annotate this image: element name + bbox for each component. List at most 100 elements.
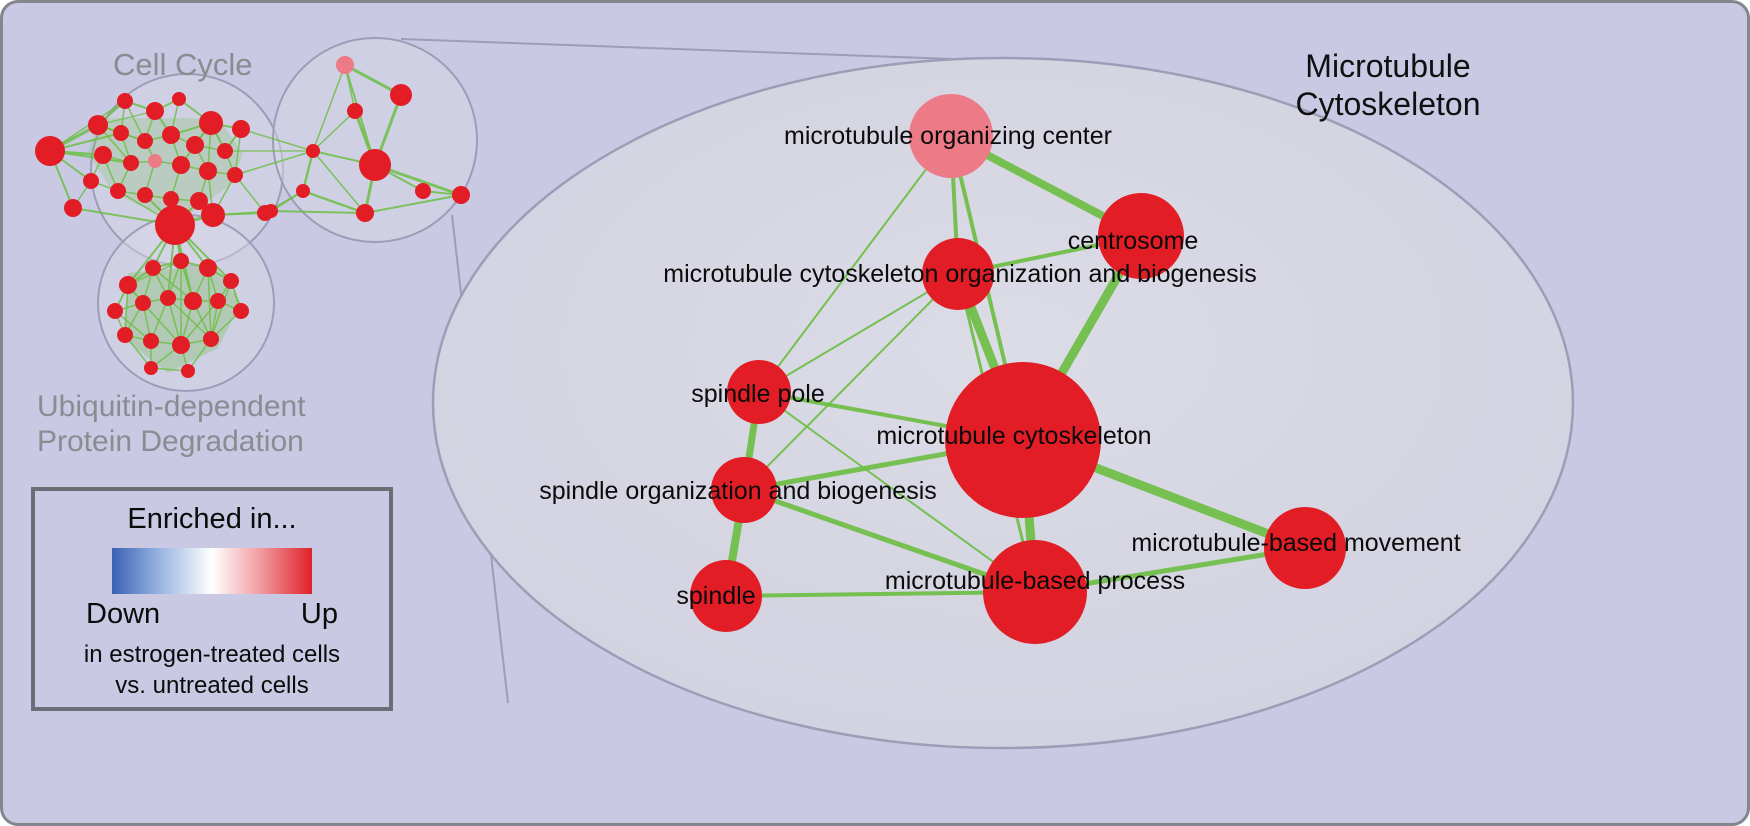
mini-edge: [312, 110, 356, 152]
node-spn: [690, 560, 762, 632]
edge-moc-sp: [758, 135, 952, 393]
mini-node: [162, 126, 180, 144]
mini-node: [223, 273, 239, 289]
mini-edge: [234, 150, 314, 176]
node-mcob: [922, 238, 994, 310]
mini-node: [186, 136, 204, 154]
cluster-title-microtubule-line2: Cytoskeleton: [1295, 86, 1481, 123]
cluster-title-microtubule-line1: Microtubule: [1305, 48, 1471, 84]
node-cen: [1098, 193, 1184, 279]
mini-node: [88, 115, 108, 135]
mini-edge: [312, 64, 346, 152]
node-label-spn: spindle: [676, 582, 755, 610]
mini-node: [452, 186, 470, 204]
mini-node: [199, 111, 223, 135]
network-svg: microtubule organizing centercentrosomem…: [35, 37, 1575, 750]
mini-node: [217, 143, 233, 159]
mini-node: [144, 361, 158, 375]
mini-node: [359, 149, 391, 181]
mini-node: [296, 184, 310, 198]
node-label-mbm: microtubule-based movement: [1131, 529, 1460, 557]
mini-node: [199, 259, 217, 277]
mini-node: [356, 204, 374, 222]
mini-node: [190, 192, 208, 210]
mini-node: [233, 303, 249, 319]
mini-node: [210, 293, 226, 309]
mini-node: [415, 183, 431, 199]
legend-caption-line1: in estrogen-treated cells: [83, 641, 341, 668]
cluster-title-microtubule: Microtubule Cytoskeleton: [1273, 47, 1503, 124]
mini-node: [35, 136, 65, 166]
mini-node: [264, 204, 278, 218]
node-mbm: [1264, 507, 1346, 589]
mini-node: [203, 331, 219, 347]
node-label-mcob: microtubule cytoskeleton organization an…: [663, 260, 1256, 288]
mini-node: [137, 187, 153, 203]
node-label-sob: spindle organization and biogenesis: [539, 477, 937, 505]
mini-edge: [312, 150, 366, 214]
mini-node: [172, 336, 190, 354]
mini-node: [181, 364, 195, 378]
mini-node: [64, 199, 82, 217]
mini-edge: [364, 194, 462, 214]
node-mbp: [983, 540, 1087, 644]
mini-node: [148, 154, 162, 168]
mini-edge: [142, 302, 182, 346]
mini-node: [173, 253, 189, 269]
legend-up-label: Up: [300, 598, 338, 630]
mini-edge: [49, 100, 126, 152]
mini-node: [143, 333, 159, 349]
mini-node: [347, 103, 363, 119]
mini-node: [107, 303, 123, 319]
mini-node: [201, 203, 225, 227]
cluster-title-cell-cycle: Cell Cycle: [113, 47, 253, 82]
mini-node: [306, 144, 320, 158]
mini-edge: [167, 297, 212, 340]
cluster-title-ubiquitin-line2: Protein Degradation: [37, 425, 304, 459]
mini-node: [83, 173, 99, 189]
mini-node: [336, 56, 354, 74]
node-sp: [727, 360, 791, 424]
legend-box: Enriched in... Down Up in estrogen-treat…: [31, 487, 393, 711]
mini-node: [184, 292, 202, 310]
edge-sp-mbp: [758, 391, 1036, 593]
mini-node: [199, 162, 217, 180]
mini-node: [123, 155, 139, 171]
mini-node: [145, 260, 161, 276]
legend-caption-line2: vs. untreated cells: [115, 672, 309, 700]
mini-node: [117, 327, 133, 343]
mini-edge: [240, 128, 314, 152]
mini-node: [146, 102, 164, 120]
node-sob: [711, 457, 777, 523]
mini-node: [227, 167, 243, 183]
mini-node: [160, 290, 176, 306]
mini-edge: [234, 174, 266, 214]
node-mc: [945, 362, 1101, 518]
mini-node: [119, 276, 137, 294]
mini-node: [135, 295, 151, 311]
zoom-callout-line: [400, 38, 1009, 62]
mini-node: [172, 92, 186, 106]
node-label-mbp: microtubule-based process: [885, 567, 1185, 595]
cluster-title-ubiquitin: Ubiquitin-dependent Protein Degradation: [37, 389, 306, 460]
node-label-mc: microtubule cytoskeleton: [876, 422, 1151, 450]
mini-node: [155, 205, 195, 245]
mini-node: [137, 133, 153, 149]
mini-node: [390, 84, 412, 106]
mini-edge: [302, 189, 366, 215]
cluster-title-ubiquitin-line1: Ubiquitin-dependent: [37, 390, 306, 423]
legend-down-label: Down: [86, 598, 161, 630]
mini-edge: [210, 280, 232, 340]
mini-node: [113, 125, 129, 141]
node-moc: [909, 94, 993, 178]
edge-mcob-sob: [743, 273, 959, 491]
mini-node: [117, 93, 133, 109]
legend-gradient-bar: [112, 548, 312, 594]
edge-mcob-sp: [758, 273, 959, 393]
mini-node: [163, 191, 179, 207]
mini-node: [172, 156, 190, 174]
mini-node: [110, 183, 126, 199]
node-label-sp: spindle pole: [691, 380, 824, 408]
mini-edge: [270, 210, 366, 214]
node-label-moc: microtubule organizing center: [784, 122, 1112, 150]
